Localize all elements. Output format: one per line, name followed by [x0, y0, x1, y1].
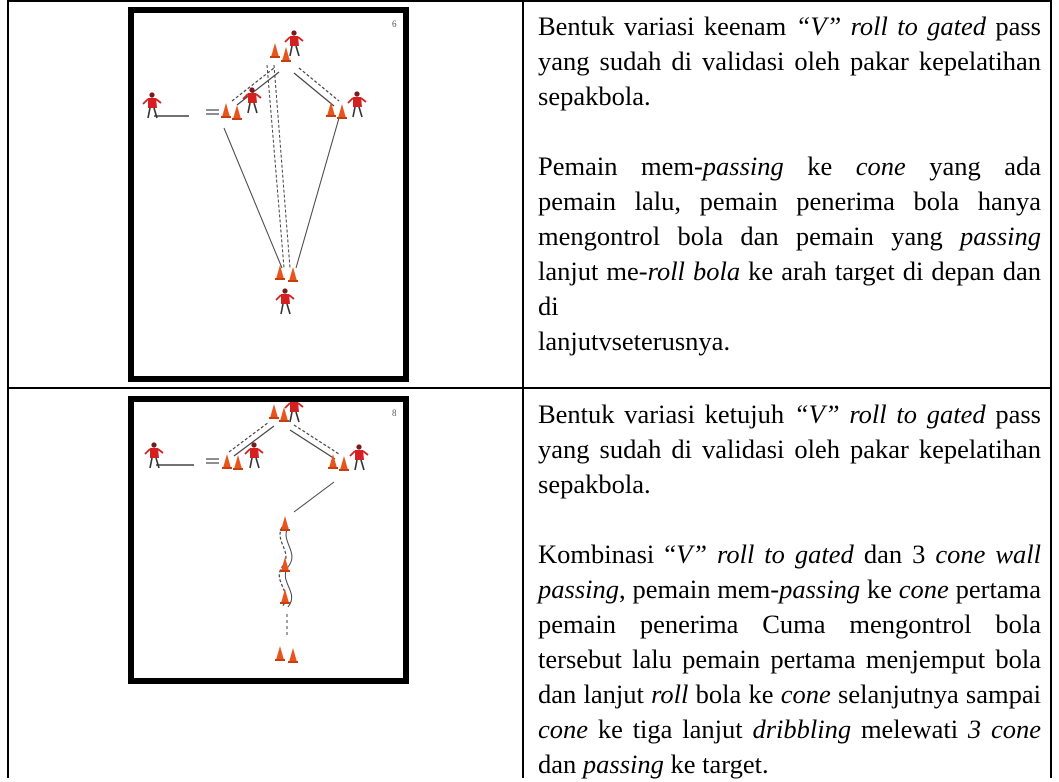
table-border-left — [7, 0, 9, 778]
description-text-1: Bentuk variasi keenam “V” roll to gated … — [538, 9, 1041, 359]
description-text-2: Bentuk variasi ketujuh “V” roll to gated… — [538, 397, 1041, 782]
table-row-divider — [7, 387, 1052, 389]
figure-corner-label: 6 — [392, 19, 397, 29]
soccer-drill-diagram-icon: 6 — [142, 19, 397, 315]
table-border-top — [7, 0, 1052, 2]
table-column-divider — [522, 0, 524, 778]
drill-diagram-figure-2: 8 — [128, 396, 409, 684]
paragraph-instructions: Kombinasi “V” roll to gated dan 3 cone w… — [538, 539, 1042, 779]
table-border-right — [1050, 0, 1052, 778]
paragraph-instructions: Pemain mem-passing ke cone yang ada pema… — [538, 151, 1041, 356]
document-table: 6 Bentuk variasi kee — [7, 0, 1052, 779]
soccer-drill-diagram-icon: 8 — [144, 402, 397, 663]
paragraph-summary: Bentuk variasi keenam “V” roll to gated … — [538, 11, 1041, 111]
paragraph-summary: Bentuk variasi ketujuh “V” roll to gated… — [538, 399, 1041, 499]
drill-diagram-figure-1: 6 — [128, 7, 409, 382]
figure-corner-label: 8 — [392, 408, 397, 418]
